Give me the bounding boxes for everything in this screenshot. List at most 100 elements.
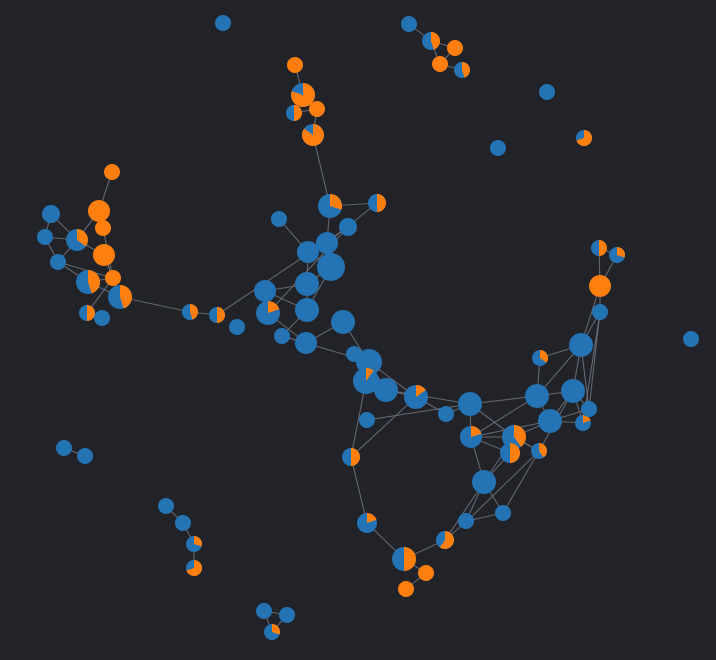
graph-node[interactable] [490,140,506,156]
graph-node[interactable] [438,406,454,422]
graph-node[interactable] [158,498,174,514]
graph-node[interactable] [502,425,526,449]
graph-node[interactable] [500,443,520,463]
graph-node[interactable] [50,254,66,270]
graph-node[interactable] [398,581,414,597]
graph-node[interactable] [458,392,482,416]
graph-node[interactable] [104,164,120,180]
graph-node[interactable] [576,130,592,146]
node-body [432,56,448,72]
graph-node[interactable] [264,624,280,640]
node-body [256,603,272,619]
graph-node[interactable] [401,16,417,32]
graph-node[interactable] [432,56,448,72]
graph-node[interactable] [368,194,386,212]
graph-node[interactable] [274,328,290,344]
graph-node[interactable] [532,350,548,366]
graph-node[interactable] [404,385,428,409]
graph-node[interactable] [374,378,398,402]
graph-node[interactable] [42,205,60,223]
graph-node[interactable] [531,443,547,459]
graph-node[interactable] [331,310,355,334]
graph-node[interactable] [295,272,319,296]
graph-node[interactable] [609,247,625,263]
graph-node[interactable] [592,304,608,320]
graph-node[interactable] [93,244,115,266]
node-body [569,333,593,357]
graph-node[interactable] [279,607,295,623]
graph-node[interactable] [359,412,375,428]
graph-node[interactable] [454,62,470,78]
graph-node[interactable] [295,332,317,354]
graph-node[interactable] [591,240,607,256]
graph-node[interactable] [209,307,225,323]
node-orange-share [272,624,280,635]
graph-edge [588,311,601,410]
graph-node[interactable] [339,218,357,236]
graph-node[interactable] [309,101,325,117]
graph-node[interactable] [525,384,549,408]
graph-node[interactable] [495,505,511,521]
graph-node[interactable] [316,232,338,254]
graph-node[interactable] [286,105,302,121]
node-orange-share [514,425,526,447]
graph-node[interactable] [683,331,699,347]
graph-node[interactable] [392,547,416,571]
graph-node[interactable] [472,470,496,494]
graph-node[interactable] [229,319,245,335]
graph-node[interactable] [436,531,455,549]
graph-node[interactable] [215,15,231,31]
graph-node[interactable] [287,57,303,73]
graph-node[interactable] [108,285,133,309]
graph-node[interactable] [575,415,591,431]
graph-node[interactable] [79,305,95,321]
graph-node[interactable] [342,448,360,466]
graph-node[interactable] [589,275,611,297]
node-orange-share [416,385,426,397]
graph-node[interactable] [182,304,199,320]
graph-node[interactable] [561,379,585,403]
graph-node[interactable] [271,211,287,227]
graph-node[interactable] [66,229,89,251]
graph-node[interactable] [418,565,434,581]
graph-node[interactable] [76,270,101,294]
node-orange-share [268,301,280,313]
graph-node[interactable] [581,401,597,417]
graph-edge [502,450,540,514]
graph-node[interactable] [95,220,111,236]
graph-node[interactable] [256,301,280,325]
graph-node[interactable] [539,84,555,100]
node-body [175,515,191,531]
node-orange-share [120,285,133,309]
graph-node[interactable] [56,440,72,456]
graph-node[interactable] [175,515,191,531]
graph-node[interactable] [460,426,482,448]
node-orange-share [88,270,101,294]
graph-node[interactable] [422,32,440,50]
graph-node[interactable] [77,448,93,464]
graph-node[interactable] [94,310,110,326]
graph-node[interactable] [317,253,345,281]
graph-node[interactable] [105,270,121,286]
graph-node[interactable] [37,229,53,245]
graph-node[interactable] [569,333,593,357]
node-body [316,232,338,254]
graph-node[interactable] [254,280,276,302]
graph-node[interactable] [538,409,562,433]
graph-node[interactable] [297,241,319,263]
graph-node[interactable] [290,83,315,108]
graph-node[interactable] [186,536,202,552]
graph-node[interactable] [353,368,379,394]
graph-node[interactable] [256,603,272,619]
node-orange-share [599,240,607,256]
graph-node[interactable] [318,194,342,218]
graph-node[interactable] [301,124,324,147]
graph-node[interactable] [458,513,474,529]
graph-node[interactable] [186,560,202,577]
node-body [295,332,317,354]
graph-node[interactable] [88,200,110,222]
graph-node[interactable] [357,513,377,533]
graph-node[interactable] [295,298,319,322]
graph-node[interactable] [447,40,463,56]
